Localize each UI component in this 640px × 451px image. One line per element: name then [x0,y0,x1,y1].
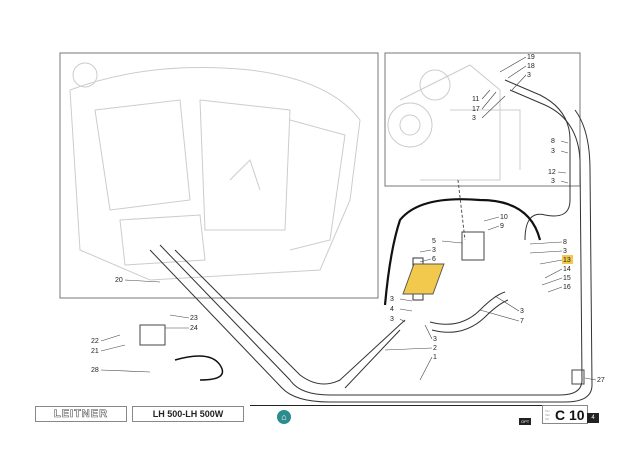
callout-leader [544,268,563,279]
callout-leader [494,295,520,312]
callout-leader [100,344,126,352]
callout-leader [529,241,563,245]
callout-11: 11 [472,96,479,103]
callout-leader [511,74,527,91]
sheet-mini-label: Tav Tab Taf [545,408,550,421]
callout-28: 28 [91,367,99,374]
callout-4: 4 [390,306,394,313]
callout-8: 8 [551,138,555,145]
cab-drawing [69,62,361,281]
callout-10: 10 [500,214,508,221]
callout-16: 16 [563,284,571,291]
callout-leader [399,298,413,302]
hoses [149,79,593,403]
engine-drawing [387,64,521,181]
callout-8: 8 [563,239,567,246]
footer-rule [250,405,550,406]
callout-leader [560,150,569,154]
callout-3: 3 [551,148,555,155]
callout-leader [481,89,491,100]
callout-leader [124,279,161,283]
engine-view-frame [384,52,581,187]
callout-leader [399,318,406,323]
callout-leader [419,356,433,381]
callout-leader [541,277,563,286]
callout-leader [169,314,190,319]
bracket [461,231,485,261]
expansion-tank-highlight [402,263,445,295]
callout-1: 1 [433,354,437,361]
callout-3: 3 [390,316,394,323]
plug-cable [174,355,224,381]
callout-18: 18 [527,63,535,70]
callout-22: 22 [91,338,99,345]
callout-15: 15 [563,275,571,282]
cab-view-frame [59,52,379,299]
callout-5: 5 [432,238,436,245]
callout-14: 14 [563,266,571,273]
callout-3: 3 [390,296,394,303]
heater-cable [383,198,542,306]
callout-leader [483,216,500,222]
callout-3: 3 [563,248,567,255]
callout-3: 3 [520,308,524,315]
opt-badge: OPT [519,418,532,425]
callout-9: 9 [500,223,504,230]
callout-leader [419,258,432,263]
callout-leader [499,56,527,73]
callout-leader [100,334,121,342]
callout-3: 3 [432,247,436,254]
callout-leader [100,369,151,373]
heater-plug [139,324,166,346]
callout-3: 3 [472,115,476,122]
callout-17: 17 [472,106,480,113]
callout-27: 27 [597,377,605,384]
model-title: LH 500-LH 500W [132,406,244,422]
callout-leader [560,180,569,184]
callout-21: 21 [91,348,99,355]
callout-leader [507,65,527,79]
callout-7: 7 [520,318,524,325]
callout-leader [557,171,567,174]
callout-leader [584,377,597,381]
callout-20: 20 [115,277,123,284]
brand-logo: LEITNER [35,406,127,422]
callout-6: 6 [432,256,436,263]
callout-19: 19 [527,54,535,61]
callout-leader [529,250,563,254]
callout-3: 3 [433,336,437,343]
dash-leader [457,179,466,241]
callout-23: 23 [190,315,198,322]
callout-leader [487,225,500,231]
sheet-code: C 10 [555,406,585,423]
callout-24: 24 [190,325,198,332]
callout-leader [481,95,506,119]
callout-leader [481,91,497,110]
home-icon[interactable]: ⌂ [277,410,291,424]
callout-leader [479,309,520,322]
part-27-box [571,369,585,385]
callout-leader [384,347,433,351]
sheet-code-box: Tav Tab Taf C 10 [542,405,588,424]
callout-leader [547,286,563,293]
callout-2: 2 [433,345,437,352]
page-number: 4 [587,413,599,423]
callout-3: 3 [551,178,555,185]
callout-leader [419,249,432,253]
callout-leader [560,140,569,144]
callout-leader [539,259,563,265]
callout-12: 12 [548,169,556,176]
callout-13: 13 [563,257,571,264]
callout-leader [424,324,433,340]
callout-highlight [562,255,573,264]
callout-3: 3 [527,72,531,79]
callout-leader [441,240,463,244]
callout-leader [399,308,413,312]
